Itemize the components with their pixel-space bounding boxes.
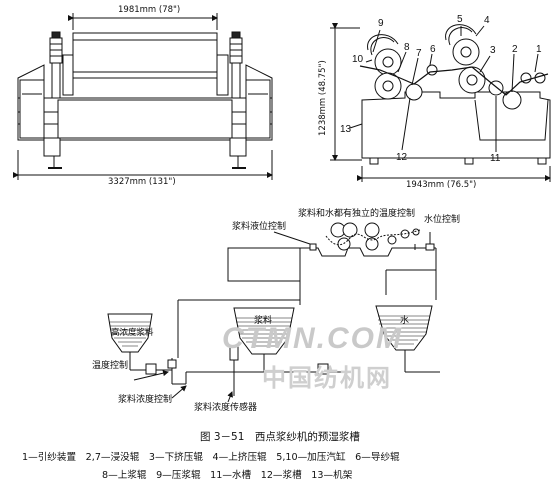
temperature-control-label: 温度控制 xyxy=(92,361,129,371)
legend-line-2: 8—上浆辊 9—压浆辊 11—水槽 12—浆槽 13—机架 xyxy=(102,470,353,481)
size-concentration-sensor-label: 浆料浓度传感器 xyxy=(194,403,258,413)
front-view xyxy=(13,13,273,180)
high-concentration-size-label: 高浓度浆料 xyxy=(111,328,154,338)
size-concentration-control-label: 浆料浓度控制 xyxy=(118,395,173,405)
part-number-3: 3 xyxy=(490,45,496,56)
front-width-dimension: 1981mm (78") xyxy=(118,5,181,15)
part-number-10: 10 xyxy=(352,54,364,65)
part-number-8: 8 xyxy=(404,42,410,53)
tank-size-label: 浆料 xyxy=(254,316,273,326)
side-height-dimension: 1238mm (48.75") xyxy=(318,60,328,136)
part-number-13: 13 xyxy=(340,124,352,135)
flow-diagram xyxy=(107,222,440,403)
part-number-11: 11 xyxy=(490,153,501,164)
part-number-2: 2 xyxy=(512,44,518,55)
tank-water-label: 水 xyxy=(400,316,410,326)
part-number-7: 7 xyxy=(416,48,422,59)
watermark-cn-name: 中国纺机网 xyxy=(262,364,392,392)
figure-title: 图 3－51 西点浆纱机的预湿浆槽 xyxy=(200,431,360,443)
part-number-9: 9 xyxy=(378,18,384,29)
independent-temp-control-label: 浆料和水都有独立的温度控制 xyxy=(298,209,416,219)
part-number-6: 6 xyxy=(430,44,436,55)
part-number-1: 1 xyxy=(536,44,542,55)
side-view xyxy=(330,23,551,182)
front-length-dimension: 3327mm (131") xyxy=(108,177,176,187)
legend-line-1: 1—引纱装置 2,7—浸没辊 3—下挤压辊 4—上挤压辊 5,10—加压汽缸 6… xyxy=(22,452,400,463)
part-number-5: 5 xyxy=(457,14,463,25)
water-level-control-label: 水位控制 xyxy=(424,215,461,225)
part-number-12: 12 xyxy=(396,152,408,163)
part-number-4: 4 xyxy=(484,15,490,26)
size-level-control-label: 浆料液位控制 xyxy=(232,222,287,232)
watermark-ctmn: CTMN.COM xyxy=(222,322,403,355)
side-length-dimension: 1943mm (76.5") xyxy=(406,180,477,190)
